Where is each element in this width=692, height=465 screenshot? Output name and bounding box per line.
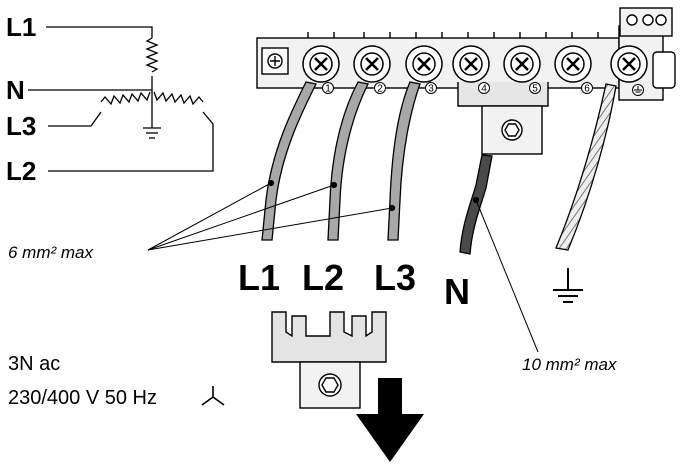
- schematic-label-l1: L1: [6, 12, 36, 42]
- terminal-numbers: 1 2 3 4 5 6: [322, 82, 644, 96]
- star-schematic: [28, 26, 214, 172]
- terminal-number-4: 4: [481, 84, 487, 95]
- terminal-screw-4: [452, 45, 490, 83]
- phase-cross-section-label: 6 mm² max: [8, 243, 94, 262]
- wire-earth: [555, 83, 617, 251]
- wires: [261, 81, 617, 255]
- terminal-screw-2: [353, 45, 391, 83]
- wire-l2: [327, 81, 369, 241]
- terminal-number-5: 5: [532, 84, 538, 95]
- wire-label-l3: L3: [374, 257, 416, 298]
- wire-l1: [261, 81, 317, 241]
- earth-ground-icon: [553, 268, 583, 303]
- neutral-cross-section-label: 10 mm² max: [522, 355, 617, 374]
- leader-lines: [147, 179, 539, 353]
- schematic-label-n: N: [6, 75, 25, 105]
- terminal-number-6: 6: [584, 84, 590, 95]
- terminal-screws: [302, 45, 648, 83]
- wire-label-l2: L2: [302, 257, 344, 298]
- schematic-label-l3: L3: [6, 111, 36, 141]
- terminal-number-2: 2: [377, 84, 383, 95]
- wire-label-n: N: [444, 271, 470, 312]
- schematic-label-l2: L2: [6, 156, 36, 186]
- terminal-screw-6: [554, 45, 592, 83]
- down-arrow-icon: [356, 378, 424, 462]
- terminal-screw-earth: [610, 45, 648, 83]
- neutral-bridge-piece: [271, 311, 387, 409]
- terminal-screw-3: [405, 45, 443, 83]
- earth-terminal-symbol: [632, 84, 644, 96]
- wye-star-connection-icon: [201, 386, 225, 406]
- supply-line-2: 230/400 V 50 Hz: [8, 387, 157, 409]
- terminal-screw-1: [302, 45, 340, 83]
- terminal-screw-5: [503, 45, 541, 83]
- wire-label-l1: L1: [238, 257, 280, 298]
- supply-line-1: 3N ac: [8, 353, 60, 375]
- wire-l3: [387, 81, 421, 241]
- wire-n: [459, 154, 493, 255]
- terminal-number-3: 3: [428, 84, 434, 95]
- terminal-number-1: 1: [325, 84, 331, 95]
